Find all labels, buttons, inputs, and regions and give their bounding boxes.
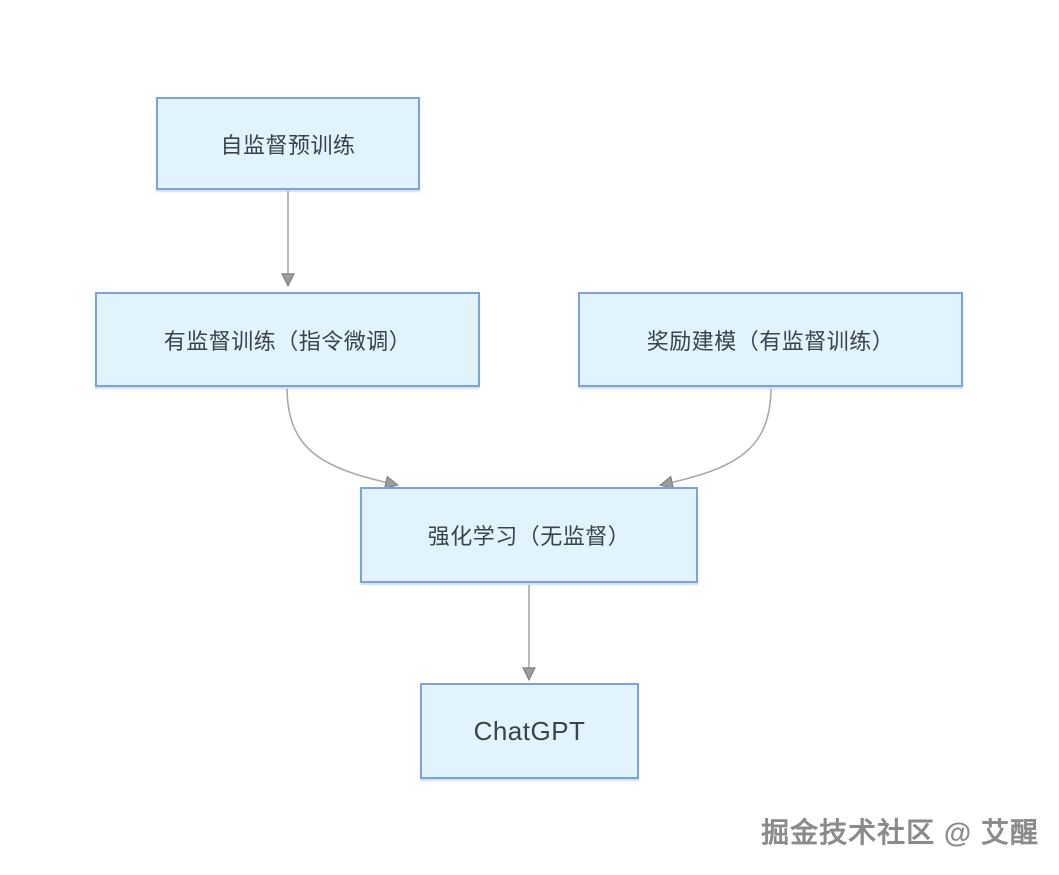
node-self-supervised-pretraining: 自监督预训练 (156, 97, 420, 190)
edge-sft-to-rl (286, 388, 393, 484)
node-reward-modeling: 奖励建模（有监督训练） (578, 292, 963, 387)
node-label: ChatGPT (473, 715, 586, 746)
node-chatgpt: ChatGPT (420, 683, 639, 779)
edge-rm-to-rl (665, 388, 772, 484)
node-label: 奖励建模（有监督训练） (646, 328, 895, 354)
node-reinforcement-learning: 强化学习（无监督） (360, 487, 698, 583)
node-supervised-training-instruction-tuning: 有监督训练（指令微调） (95, 292, 480, 387)
watermark-text: 掘金技术社区 @ 艾醒 (761, 817, 1039, 848)
node-label: 自监督预训练 (220, 132, 356, 158)
node-label: 强化学习（无监督） (427, 524, 631, 549)
node-label: 有监督训练（指令微调） (163, 328, 412, 354)
